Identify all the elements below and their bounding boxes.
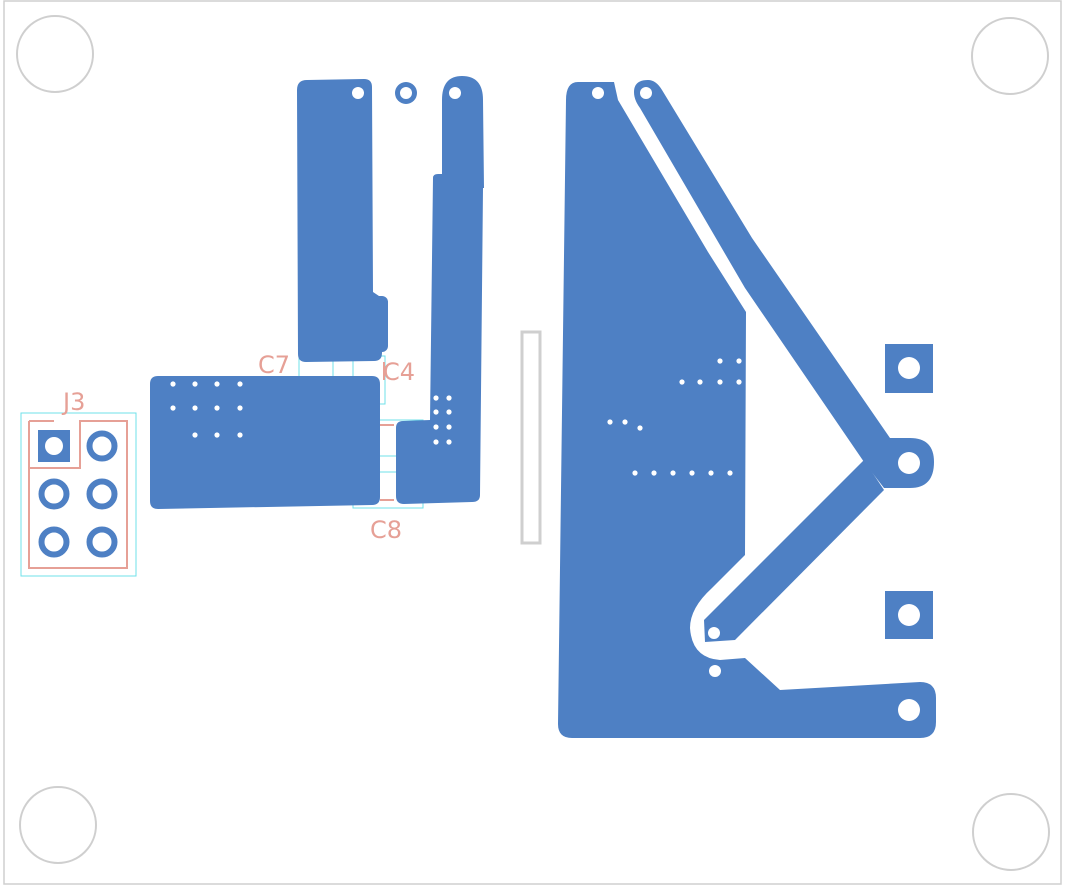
- via: [670, 470, 676, 476]
- via: [170, 381, 176, 387]
- via: [717, 358, 723, 364]
- j3-pin-2: [86, 430, 118, 462]
- via: [446, 395, 452, 401]
- drill-hole: [898, 357, 920, 379]
- via: [651, 470, 657, 476]
- via: [170, 405, 176, 411]
- via: [689, 470, 695, 476]
- via: [237, 405, 243, 411]
- drill-hole: [898, 452, 920, 474]
- drill-hole: [898, 699, 920, 721]
- via: [632, 470, 638, 476]
- j3-pin-5: [38, 526, 70, 558]
- via: [727, 470, 733, 476]
- drill-hole: [352, 87, 364, 99]
- via: [433, 395, 439, 401]
- via: [622, 419, 628, 425]
- via: [708, 470, 714, 476]
- via: [433, 439, 439, 445]
- copper-layer: [150, 76, 936, 738]
- via: [433, 424, 439, 430]
- j3-pin-1-drill: [45, 437, 63, 455]
- via: [446, 424, 452, 430]
- via: [433, 409, 439, 415]
- via: [192, 405, 198, 411]
- via: [446, 409, 452, 415]
- via: [679, 379, 685, 385]
- copper-zone-top-middle: [297, 79, 382, 362]
- copper-trace-diagonal-upper: [634, 80, 934, 488]
- mounting-hole-bottom-left: [19, 786, 97, 864]
- label-c8: C8: [370, 516, 402, 544]
- via: [404, 299, 410, 305]
- drill-hole: [400, 87, 412, 99]
- via: [404, 346, 410, 352]
- reference-labels: J3 C7 C4 C8: [61, 351, 415, 544]
- copper-zone-left-block: [150, 376, 380, 509]
- mounting-hole-top-left: [16, 15, 94, 93]
- via: [697, 379, 703, 385]
- label-c4: C4: [383, 358, 415, 386]
- drills-and-vias: [352, 87, 920, 721]
- j3-pin-3: [38, 478, 70, 510]
- drill-hole: [709, 665, 721, 677]
- via: [214, 405, 220, 411]
- via-array-container: [170, 299, 742, 476]
- via: [404, 331, 410, 337]
- copper-zone-tall-strip: [396, 76, 484, 504]
- drill-hole: [708, 627, 720, 639]
- drill-hole: [640, 87, 652, 99]
- via: [446, 439, 452, 445]
- via: [736, 358, 742, 364]
- j3-connector: [28, 420, 128, 569]
- drill-hole: [449, 87, 461, 99]
- label-c7: C7: [258, 351, 290, 379]
- copper-trace-diagonal-lower: [704, 460, 884, 642]
- copper-zone-right-large: [558, 82, 936, 738]
- via: [390, 299, 396, 305]
- via: [736, 379, 742, 385]
- via: [237, 381, 243, 387]
- j3-courtyard: [20, 412, 137, 577]
- j3-pin-4: [86, 478, 118, 510]
- via: [390, 331, 396, 337]
- copper-pad-c7: [372, 296, 388, 352]
- drill-hole: [898, 604, 920, 626]
- via: [390, 346, 396, 352]
- via: [192, 381, 198, 387]
- via: [214, 381, 220, 387]
- via: [717, 379, 723, 385]
- via: [192, 432, 198, 438]
- via: [214, 432, 220, 438]
- board-slot: [520, 330, 542, 545]
- via: [390, 315, 396, 321]
- via: [237, 432, 243, 438]
- mounting-holes: [16, 15, 1050, 871]
- j3-pin-6: [86, 526, 118, 558]
- mounting-hole-top-right: [971, 17, 1049, 95]
- via: [607, 419, 613, 425]
- j3-silkscreen-outline: [28, 420, 128, 569]
- via: [637, 425, 643, 431]
- label-j3: J3: [61, 388, 85, 416]
- mounting-hole-bottom-right: [972, 793, 1050, 871]
- j3-pin1-marker: [28, 420, 54, 446]
- board-outline: [3, 0, 1062, 885]
- capacitor-silkscreen: [380, 362, 394, 501]
- drill-hole: [592, 87, 604, 99]
- via: [404, 315, 410, 321]
